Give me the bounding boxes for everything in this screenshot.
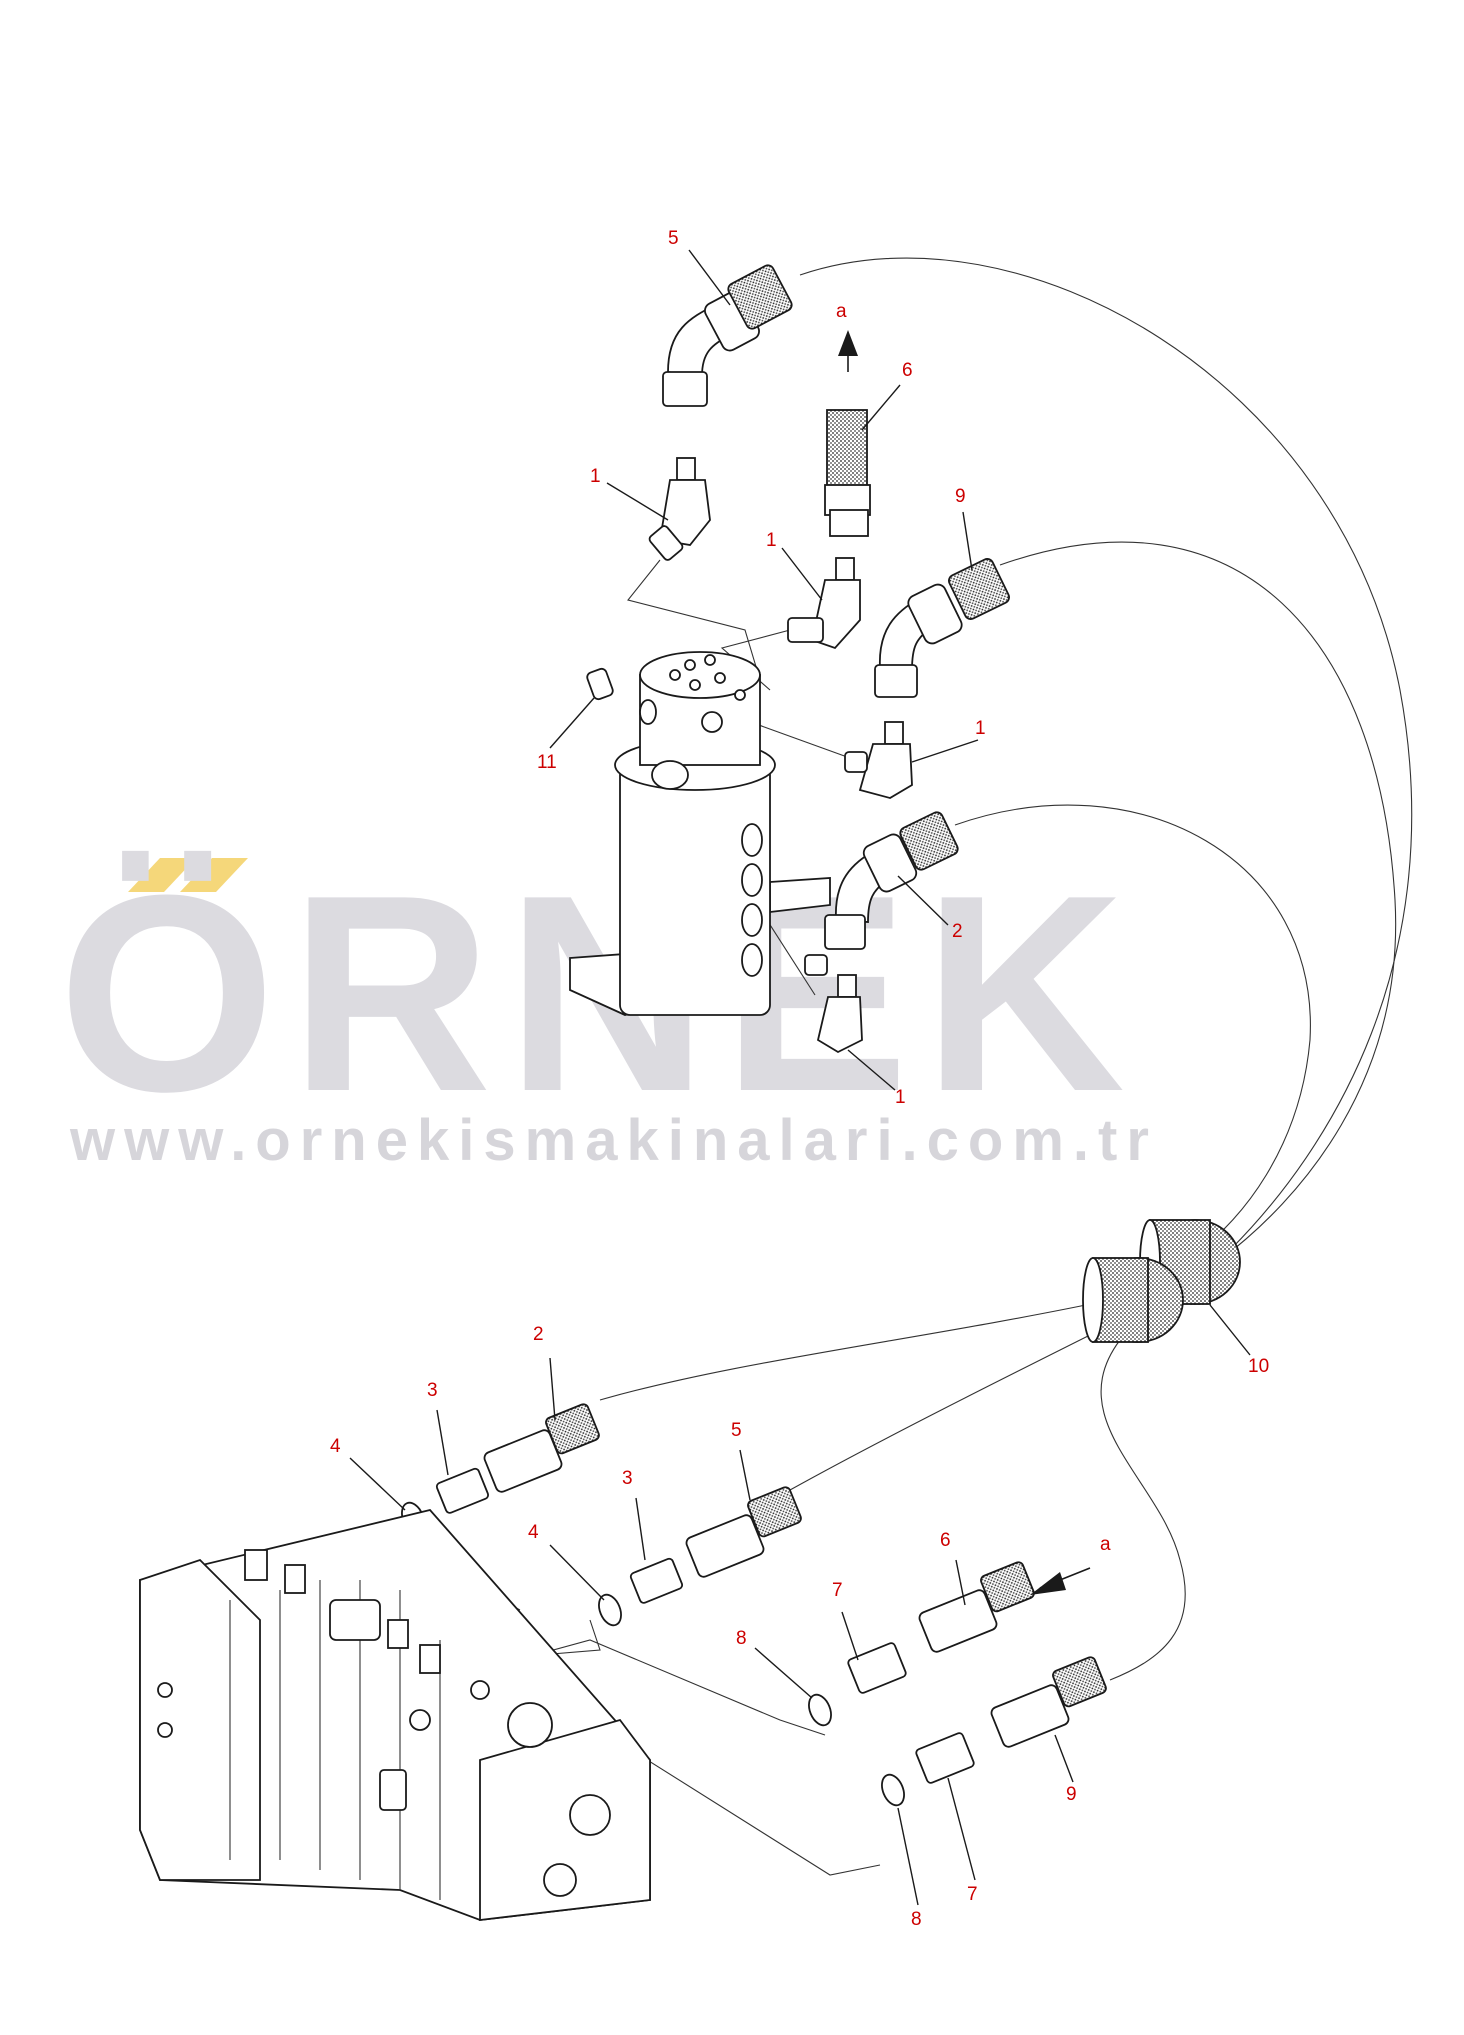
- hose-protector-10: [1082, 1219, 1241, 1343]
- plug-11: [586, 667, 614, 701]
- leader-lines: [349, 249, 1251, 1906]
- hose-straight-6-bottom: [918, 1561, 1091, 1653]
- elbow-fitting-1a: [648, 457, 711, 561]
- watermark-accent-left: [128, 858, 196, 892]
- hose-straight-9-bottom: [990, 1656, 1107, 1748]
- callout-a-bottom: a: [1100, 1534, 1111, 1555]
- callout-labels: 5 a 6 1 9 1 11 1 2 1 10 2 3 4 5 3 4 6 a …: [330, 228, 1269, 1930]
- arrow-left-icon: [1030, 1572, 1066, 1595]
- elbow-fitting-1d: [804, 954, 863, 1054]
- hose-elbow-9-top: [874, 558, 1010, 698]
- callout-9-bottom: 9: [1066, 1784, 1077, 1805]
- callout-4a: 4: [330, 1436, 341, 1457]
- adapter-7b: [915, 1732, 975, 1784]
- callout-1c: 1: [975, 718, 986, 739]
- callout-a-top: a: [836, 301, 847, 322]
- watermark-url: www.ornekismakinalari.com.tr: [69, 1108, 1158, 1173]
- hose-lines: [599, 257, 1413, 1681]
- adapter-7a: [847, 1642, 907, 1694]
- callout-11: 11: [537, 752, 557, 773]
- callout-7b: 7: [967, 1884, 978, 1905]
- arrow-up-icon: [838, 330, 858, 356]
- watermark-accent-right: [180, 858, 248, 892]
- callout-2-bottom: 2: [533, 1324, 544, 1345]
- hose-6-top: [824, 330, 871, 537]
- callout-1b: 1: [766, 530, 777, 551]
- callout-1a: 1: [590, 466, 601, 487]
- adapter-3b: [629, 1557, 684, 1604]
- hose-straight-5-bottom: [685, 1486, 802, 1578]
- callout-6-bottom: 6: [940, 1530, 951, 1551]
- hose-elbow-2-top: [824, 811, 959, 950]
- callout-8a: 8: [736, 1628, 747, 1649]
- callout-6-top: 6: [902, 360, 913, 381]
- adapter-3a: [435, 1467, 490, 1514]
- elbow-fitting-1c: [844, 721, 913, 799]
- hose-elbow-5-top: [662, 264, 793, 407]
- callout-3a: 3: [427, 1380, 438, 1401]
- callout-5-top: 5: [668, 228, 679, 249]
- callout-8b: 8: [911, 1909, 922, 1930]
- elbow-fitting-1b: [787, 557, 861, 650]
- callout-5-bottom: 5: [731, 1420, 742, 1441]
- oring-8b: [881, 1773, 905, 1807]
- callout-1d: 1: [895, 1087, 906, 1108]
- oring-8a: [808, 1693, 832, 1727]
- callout-4b: 4: [528, 1522, 539, 1543]
- control-valve: [139, 1508, 651, 1922]
- callout-3b: 3: [622, 1468, 633, 1489]
- callout-7a: 7: [832, 1580, 843, 1601]
- callout-10: 10: [1248, 1356, 1269, 1377]
- callout-2-top: 2: [952, 921, 963, 942]
- oring-4b: [598, 1593, 622, 1627]
- callout-9-top: 9: [955, 486, 966, 507]
- hose-straight-2-bottom: [483, 1403, 600, 1493]
- swivel-joint: [569, 651, 831, 1016]
